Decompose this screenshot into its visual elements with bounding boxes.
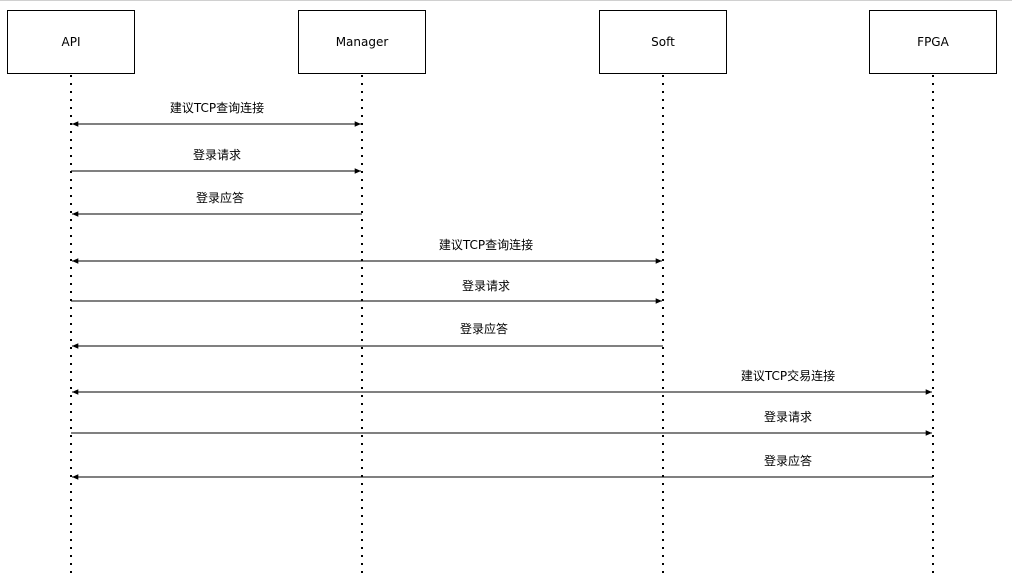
actor-fpga[interactable]: FPGA [869,10,997,74]
lifelines [70,75,934,575]
message-label-2: 登录请求 [191,148,243,162]
top-border [0,0,1012,1]
message-label-4: 建议TCP查询连接 [437,238,535,252]
actor-manager[interactable]: Manager [298,10,426,74]
message-label-9: 登录应答 [762,454,814,468]
message-arrows [71,121,933,480]
actor-soft[interactable]: Soft [599,10,727,74]
message-label-7: 建议TCP交易连接 [739,369,837,383]
actor-manager-label: Manager [335,35,389,49]
message-label-8: 登录请求 [762,410,814,424]
actor-api-label: API [61,35,81,49]
message-label-6: 登录应答 [458,322,510,336]
message-label-1: 建议TCP查询连接 [168,101,266,115]
actor-soft-label: Soft [651,35,675,49]
message-label-3: 登录应答 [194,191,246,205]
message-label-5: 登录请求 [460,279,512,293]
actor-api[interactable]: API [7,10,135,74]
actor-fpga-label: FPGA [917,35,949,49]
